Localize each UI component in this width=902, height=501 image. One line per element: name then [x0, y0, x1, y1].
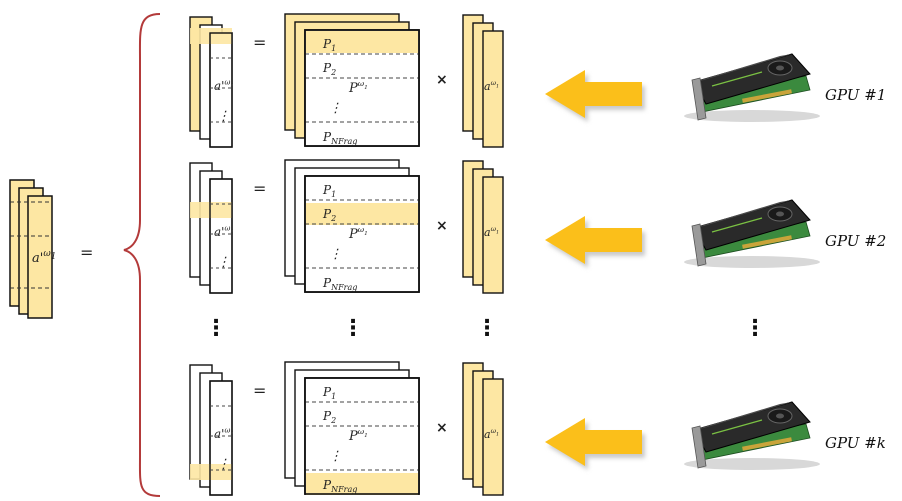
row-matrix-ellipsis: ⋮ — [329, 449, 342, 464]
lhs-equals: = — [80, 243, 93, 262]
gpu-label-1: GPU #1 — [825, 86, 886, 104]
arrow-shape — [545, 418, 642, 466]
matrix-row-label-3: PNFrag — [322, 276, 357, 292]
row-matrix-highlight — [306, 203, 418, 225]
lhs-result-stack: a'ω1 = — [9, 179, 93, 319]
row-result-band — [190, 28, 232, 44]
gpu-label-2: GPU #2 — [825, 232, 886, 250]
row-arrow-left — [545, 418, 645, 470]
row-result-stack: a'ω1 ⋮ — [189, 364, 234, 496]
ellipsis-row: ⋮ ⋮ ⋮ ⋮ — [205, 316, 766, 341]
row-matrix-highlight — [306, 473, 418, 495]
arrow-shape — [545, 70, 642, 118]
matrix-row-label-1: P1 — [322, 183, 336, 199]
row-times: × — [436, 420, 448, 436]
matrix-row-label-1: P1 — [322, 385, 336, 401]
row-matrix-label: Pω1 — [348, 79, 368, 96]
row-equals: = — [253, 179, 266, 198]
matrix-row-label-2: P2 — [322, 207, 336, 223]
row-equals: = — [253, 33, 266, 52]
gpu-card-icon — [684, 401, 820, 470]
row-times: × — [436, 218, 448, 234]
arrow-shape — [545, 216, 642, 264]
row-matrix-label: Pω1 — [348, 225, 368, 242]
matrix-row-label-2: P2 — [322, 409, 336, 425]
row-matrix-ellipsis: ⋮ — [329, 247, 342, 262]
row-matrix-label: Pω1 — [348, 427, 368, 444]
row-result-label: a'ω1 — [214, 426, 234, 441]
row-matrix-ellipsis: ⋮ — [329, 101, 342, 116]
matrix-row-label-1: P1 — [322, 37, 336, 53]
matrix-row-label-2: P2 — [322, 61, 336, 77]
gpu-label-3: GPU #k — [825, 434, 886, 452]
row-equals: = — [253, 381, 266, 400]
row-result-band — [190, 202, 232, 218]
matrix-row-label-3: PNFrag — [322, 478, 357, 494]
row-vector-label: aω1 — [484, 79, 499, 93]
ellipsis-vector: ⋮ — [476, 316, 498, 341]
row-arrow-left — [545, 70, 645, 122]
row-result-label: a'ω1 — [214, 78, 234, 93]
row-result-label: a'ω1 — [214, 224, 234, 239]
ellipsis-result: ⋮ — [205, 316, 227, 341]
row-vector-stack: aω1 — [462, 160, 504, 294]
row-result-ellipsis: ⋮ — [217, 457, 230, 472]
row-result-ellipsis: ⋮ — [217, 109, 230, 124]
row-result-stack: a'ω1 ⋮ — [189, 16, 234, 148]
row-arrow-left — [545, 216, 645, 268]
row-result-band — [190, 464, 232, 480]
row-vector-label: aω1 — [484, 427, 499, 441]
row-vector-label: aω1 — [484, 225, 499, 239]
lhs-result-label: a'ω1 — [32, 249, 56, 266]
gpu-card-icon — [684, 53, 820, 122]
row-matrix-highlight — [306, 31, 418, 53]
ellipsis-gpu: ⋮ — [744, 316, 766, 341]
row-vector-stack: aω1 — [462, 362, 504, 496]
gpu-card-icon — [684, 199, 820, 268]
row-times: × — [436, 72, 448, 88]
row-vector-stack: aω1 — [462, 14, 504, 148]
row-matrix-front — [304, 175, 420, 293]
matrix-row-label-3: PNFrag — [322, 130, 357, 146]
curly-brace — [123, 13, 161, 497]
ellipsis-matrix: ⋮ — [342, 316, 364, 341]
row-result-stack: a'ω1 ⋮ — [189, 162, 234, 294]
row-result-ellipsis: ⋮ — [217, 255, 230, 270]
